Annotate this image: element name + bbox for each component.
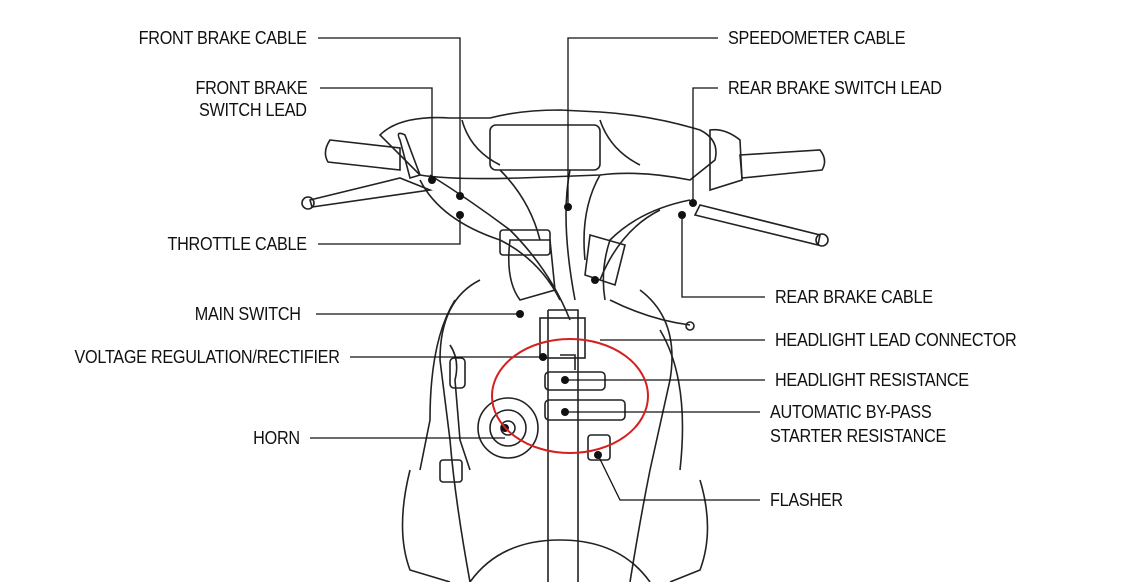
leader-front-brake-switch-lead xyxy=(320,87,433,180)
leader-rear-brake-switch-lead xyxy=(692,87,718,203)
label-horn: HORN xyxy=(253,428,300,448)
label-main-switch: MAIN SWITCH xyxy=(195,304,301,324)
label-throttle-cable: THROTTLE CABLE xyxy=(167,234,308,254)
label-flasher: FLASHER xyxy=(770,490,843,510)
label-voltage-regulator: VOLTAGE REGULATION/RECTIFIER xyxy=(74,347,340,367)
leader-lines xyxy=(310,37,765,501)
label-front-brake-cable: FRONT BRAKE CABLE xyxy=(139,28,307,48)
leader-speedometer-cable xyxy=(567,37,718,207)
label-headlight-resistance: HEADLIGHT RESISTANCE xyxy=(775,370,969,390)
highlight-circle xyxy=(491,338,649,454)
scooter-drawing xyxy=(301,109,829,582)
leader-throttle-cable xyxy=(318,215,461,245)
label-speedometer-cable: SPEEDOMETER CABLE xyxy=(728,28,906,48)
leader-front-brake-cable xyxy=(318,37,461,196)
leader-dots xyxy=(428,176,697,459)
label-bypass-2: STARTER RESISTANCE xyxy=(770,426,947,446)
leader-rear-brake-cable xyxy=(681,215,765,298)
label-front-brake-switch-lead-2: SWITCH LEAD xyxy=(199,100,307,120)
label-bypass-1: AUTOMATIC BY-PASS xyxy=(770,402,932,422)
label-rear-brake-cable: REAR BRAKE CABLE xyxy=(775,287,933,307)
label-headlight-lead-connector: HEADLIGHT LEAD CONNECTOR xyxy=(775,330,1017,350)
label-rear-brake-switch-lead: REAR BRAKE SWITCH LEAD xyxy=(728,78,942,98)
label-front-brake-switch-lead-1: FRONT BRAKE xyxy=(195,78,307,98)
leader-flasher xyxy=(597,454,760,501)
